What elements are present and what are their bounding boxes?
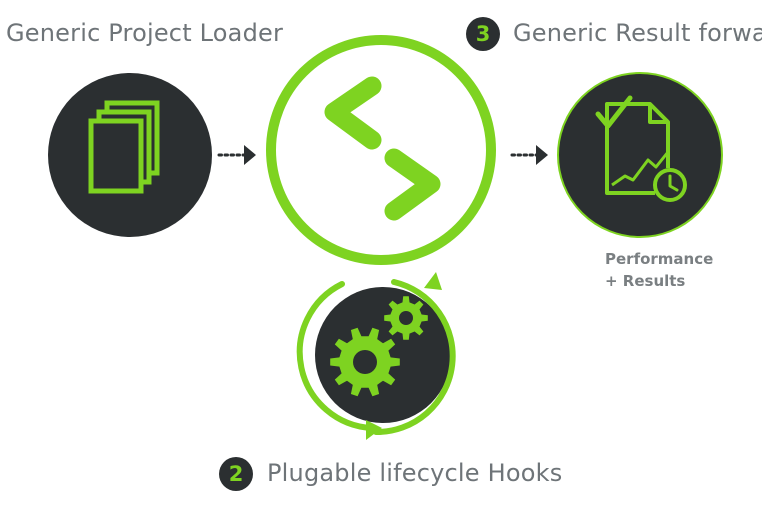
cycle-arrowheads <box>366 272 442 440</box>
result-forwarder-title: Generic Result forwar <box>513 19 762 47</box>
small-gear-hole <box>399 311 413 325</box>
flow-arrow-2 <box>510 145 548 165</box>
project-loader-title: Generic Project Loader <box>6 19 284 47</box>
core-ring <box>266 35 496 265</box>
flow-arrow-1 <box>217 145 256 165</box>
large-gear-hole <box>353 350 377 374</box>
step-3-badge: 3 <box>466 17 500 51</box>
documents-stack-icon <box>88 100 160 194</box>
results-caption: + Results <box>605 272 686 290</box>
angle-brackets-icon <box>324 76 441 221</box>
gears-icon <box>330 296 428 397</box>
result-circle <box>557 72 723 238</box>
lifecycle-hooks-title: Plugable lifecycle Hooks <box>267 459 563 487</box>
result-node <box>557 72 723 238</box>
step-2-badge: 2 <box>219 457 253 491</box>
core-node <box>266 35 496 265</box>
circular-arrows-icon <box>296 279 456 436</box>
chart-document-clock-icon <box>595 95 687 202</box>
project-loader-node <box>48 73 212 237</box>
performance-caption: Performance <box>605 250 714 268</box>
hooks-node <box>296 272 456 440</box>
